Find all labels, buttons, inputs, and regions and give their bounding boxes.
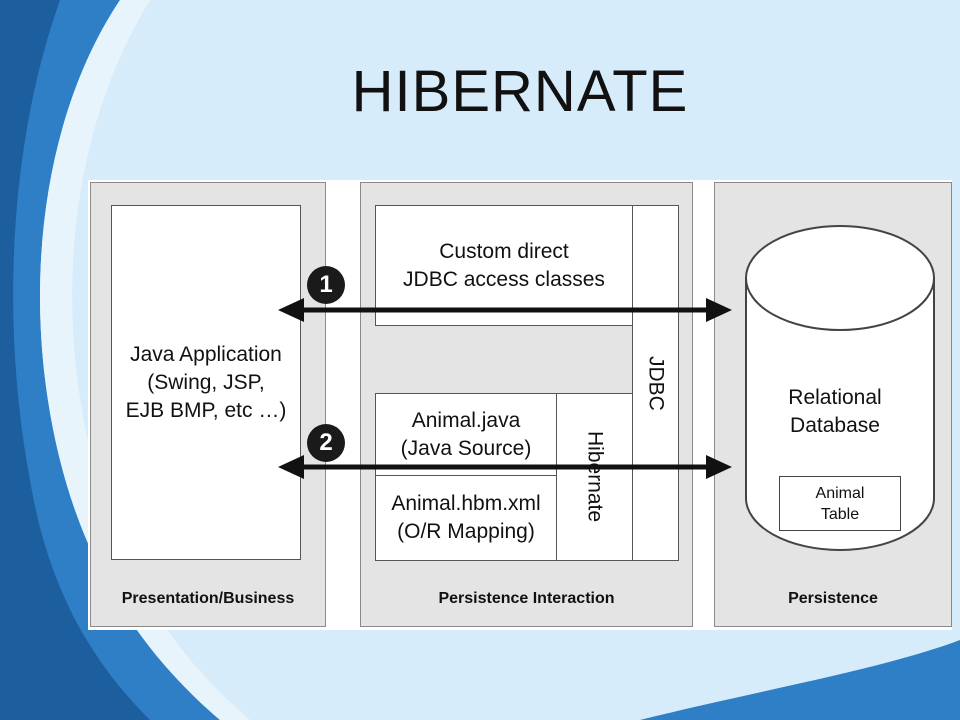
animal-java-line: (Java Source) (400, 436, 532, 460)
path-2-badge: 2 (307, 424, 345, 462)
slide-title: HIBERNATE (351, 59, 689, 124)
hibernate-box: Hibernate (556, 393, 633, 561)
path-1-badge: 1 (307, 266, 345, 304)
animal-table-box: Animal Table (779, 476, 901, 531)
bottom-right-swoosh (640, 640, 960, 720)
animal-java-line: Animal.java (411, 408, 521, 432)
animal-hbm-line: Animal.hbm.xml (391, 492, 541, 515)
hibernate-label: Hibernate (583, 431, 607, 523)
table-line: Table (820, 505, 860, 523)
java-app-line: EJB BMP, etc …) (125, 398, 287, 422)
animal-hbm-box: Animal.hbm.xml (O/R Mapping) (375, 475, 557, 561)
arrow-path-2 (278, 455, 732, 479)
panel-label-presentation: Presentation/Business (121, 590, 295, 607)
custom-jdbc-line: Custom direct (439, 239, 569, 263)
custom-jdbc-line: JDBC access classes (403, 267, 605, 291)
left-dark-swoosh (0, 0, 150, 720)
table-line: Animal (815, 484, 865, 502)
panel-label-persistence: Persistence (788, 590, 878, 607)
jdbc-label: JDBC (644, 355, 668, 411)
db-line: Relational (788, 386, 882, 409)
panel-label-persistence-interaction: Persistence Interaction (438, 590, 615, 607)
java-app-line: (Swing, JSP, (147, 370, 265, 394)
db-line: Database (790, 414, 880, 437)
jdbc-layer: JDBC (632, 205, 679, 561)
left-blue-swoosh (0, 0, 220, 720)
animal-hbm-line: (O/R Mapping) (397, 520, 535, 543)
custom-jdbc-box: Custom direct JDBC access classes (375, 205, 633, 326)
java-application-box: Java Application (Swing, JSP, EJB BMP, e… (111, 205, 301, 560)
animal-java-box: Animal.java (Java Source) (375, 393, 557, 476)
arrow-path-1 (278, 298, 732, 322)
java-app-line: Java Application (130, 342, 282, 366)
relational-database-label: Relational Database (760, 384, 910, 440)
